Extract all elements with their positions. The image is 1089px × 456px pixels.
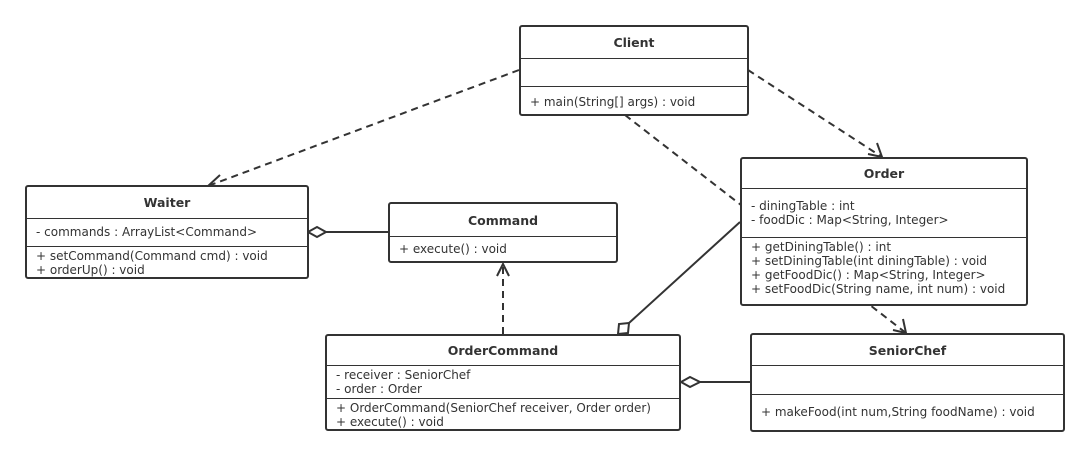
- attribute: - receiver : SeniorChef: [336, 367, 471, 382]
- class-seniorchef[interactable]: SeniorChef + makeFood(int num,String foo…: [750, 333, 1065, 432]
- attribute: - diningTable : int: [751, 199, 855, 213]
- method: + OrderCommand(SeniorChef receiver, Orde…: [336, 401, 651, 415]
- methods-section: + makeFood(int num,String foodName) : vo…: [752, 395, 1063, 430]
- methods-section: + main(String[] args) : void: [521, 87, 747, 114]
- method: + setDiningTable(int diningTable) : void: [751, 254, 988, 268]
- attributes-section: [752, 366, 1063, 395]
- method: + execute() : void: [399, 242, 507, 256]
- class-ordercommand[interactable]: OrderCommand - receiver : SeniorChef - o…: [325, 334, 681, 431]
- method: + getFoodDic() : Map<String, Integer>: [751, 268, 986, 282]
- method: + main(String[] args) : void: [530, 95, 696, 109]
- aggregation-diamond-ordercommand-order: [616, 321, 631, 336]
- class-name: Order: [742, 159, 1026, 189]
- aggregation-ordercommand-order: [628, 221, 741, 324]
- method: + setCommand(Command cmd) : void: [36, 249, 268, 263]
- class-name: SeniorChef: [752, 335, 1063, 366]
- class-command[interactable]: Command + execute() : void: [388, 202, 618, 263]
- attribute: - commands : ArrayList<Command>: [36, 225, 258, 240]
- attribute: - foodDic : Map<String, Integer>: [751, 213, 949, 227]
- method: + orderUp() : void: [36, 263, 145, 277]
- attributes-section: - commands : ArrayList<Command>: [27, 219, 307, 247]
- class-name: Command: [390, 204, 616, 237]
- aggregation-diamond-waiter: [305, 225, 329, 239]
- class-waiter[interactable]: Waiter - commands : ArrayList<Command> +…: [25, 185, 309, 279]
- methods-section: + OrderCommand(SeniorChef receiver, Orde…: [327, 399, 679, 429]
- methods-section: + setCommand(Command cmd) : void + order…: [27, 247, 307, 277]
- attributes-section: [521, 59, 747, 87]
- attribute: - order : Order: [336, 381, 422, 396]
- class-name: Waiter: [27, 187, 307, 220]
- arrowhead-command: [496, 261, 510, 277]
- class-order[interactable]: Order - diningTable : int - foodDic : Ma…: [740, 157, 1028, 306]
- methods-section: + execute() : void: [390, 237, 616, 261]
- attributes-section: - diningTable : int - foodDic : Map<Stri…: [742, 189, 1026, 238]
- method: + execute() : void: [336, 415, 444, 429]
- method: + setFoodDic(String name, int num) : voi…: [751, 282, 1006, 296]
- method: + getDiningTable() : int: [751, 240, 892, 254]
- aggregation-diamond-ordercommand-seniorchef: [678, 375, 703, 389]
- dependency-client-waiter: [207, 69, 520, 187]
- class-name: OrderCommand: [327, 336, 679, 366]
- method: + makeFood(int num,String foodName) : vo…: [761, 405, 1035, 419]
- dependency-client-order: [747, 69, 883, 158]
- class-name: Client: [521, 27, 747, 59]
- attributes-section: - receiver : SeniorChef - order : Order: [327, 366, 679, 399]
- class-client[interactable]: Client + main(String[] args) : void: [519, 25, 749, 116]
- methods-section: + getDiningTable() : int + setDiningTabl…: [742, 238, 1026, 304]
